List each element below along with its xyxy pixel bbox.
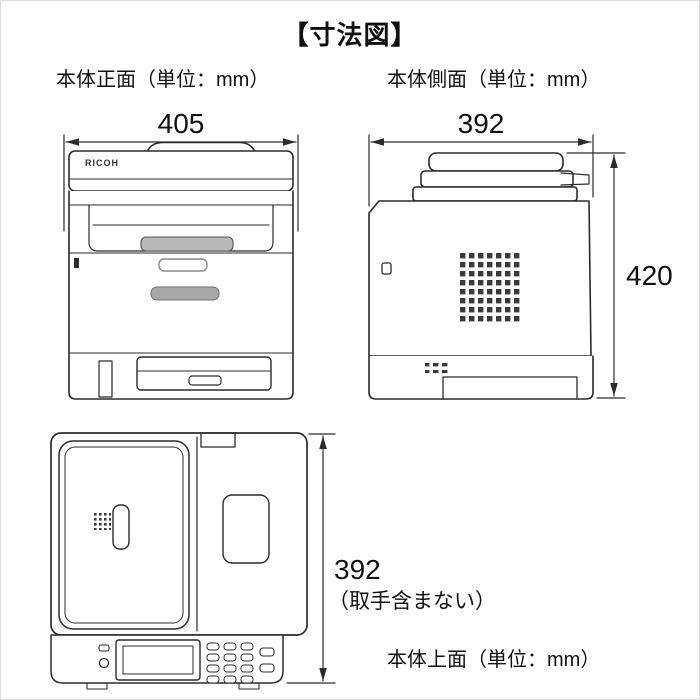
top-handle [112,504,130,550]
top-depth-value: 392 [334,554,381,585]
top-touchscreen [115,639,201,681]
front-handle-recess [158,258,208,272]
side-vent-grille [460,253,522,324]
front-left-strip [98,360,113,398]
top-foot-left [86,682,108,690]
front-output-tray [140,236,234,252]
front-power-button [74,258,79,268]
top-panel-button [98,657,110,669]
side-width-value: 392 [457,108,505,139]
front-adf-unit [68,150,294,192]
side-width-dimension [368,134,594,207]
side-view-label: 本体側面（単位：mm） [387,69,601,91]
top-tray-recess [222,494,270,564]
top-view-drawing [50,432,336,690]
side-height-value: 420 [626,260,673,291]
top-depth-dimension [286,433,336,684]
front-view-label: 本体正面（単位：mm） [56,69,270,91]
brand-logo: RICOH [85,158,119,168]
side-adf-mid [420,170,574,188]
figure-title: 【寸法図】 [282,20,418,50]
front-adf-tray [146,141,256,153]
top-adf-lid [58,440,190,630]
side-height-dimension [566,152,626,399]
side-adf-top [428,152,564,172]
top-hinge [200,432,236,448]
front-panel-bar [150,286,220,301]
top-keypad [206,642,256,683]
top-grip-dots [94,513,111,530]
front-paper-tray [136,356,272,391]
top-view-label: 本体上面（単位：mm） [387,649,601,671]
front-width-value: 405 [157,108,205,139]
side-doc-tray [560,172,590,186]
side-paper-tray [442,376,578,400]
top-depth-note: （取手含まない） [328,590,496,613]
top-foot-right [238,682,260,690]
side-view-drawing [368,134,626,400]
side-scanner-layer [412,186,578,202]
side-power-button [381,262,392,275]
front-view-drawing [63,134,299,400]
front-tray-handle [188,375,222,386]
side-small-vent [425,363,451,373]
